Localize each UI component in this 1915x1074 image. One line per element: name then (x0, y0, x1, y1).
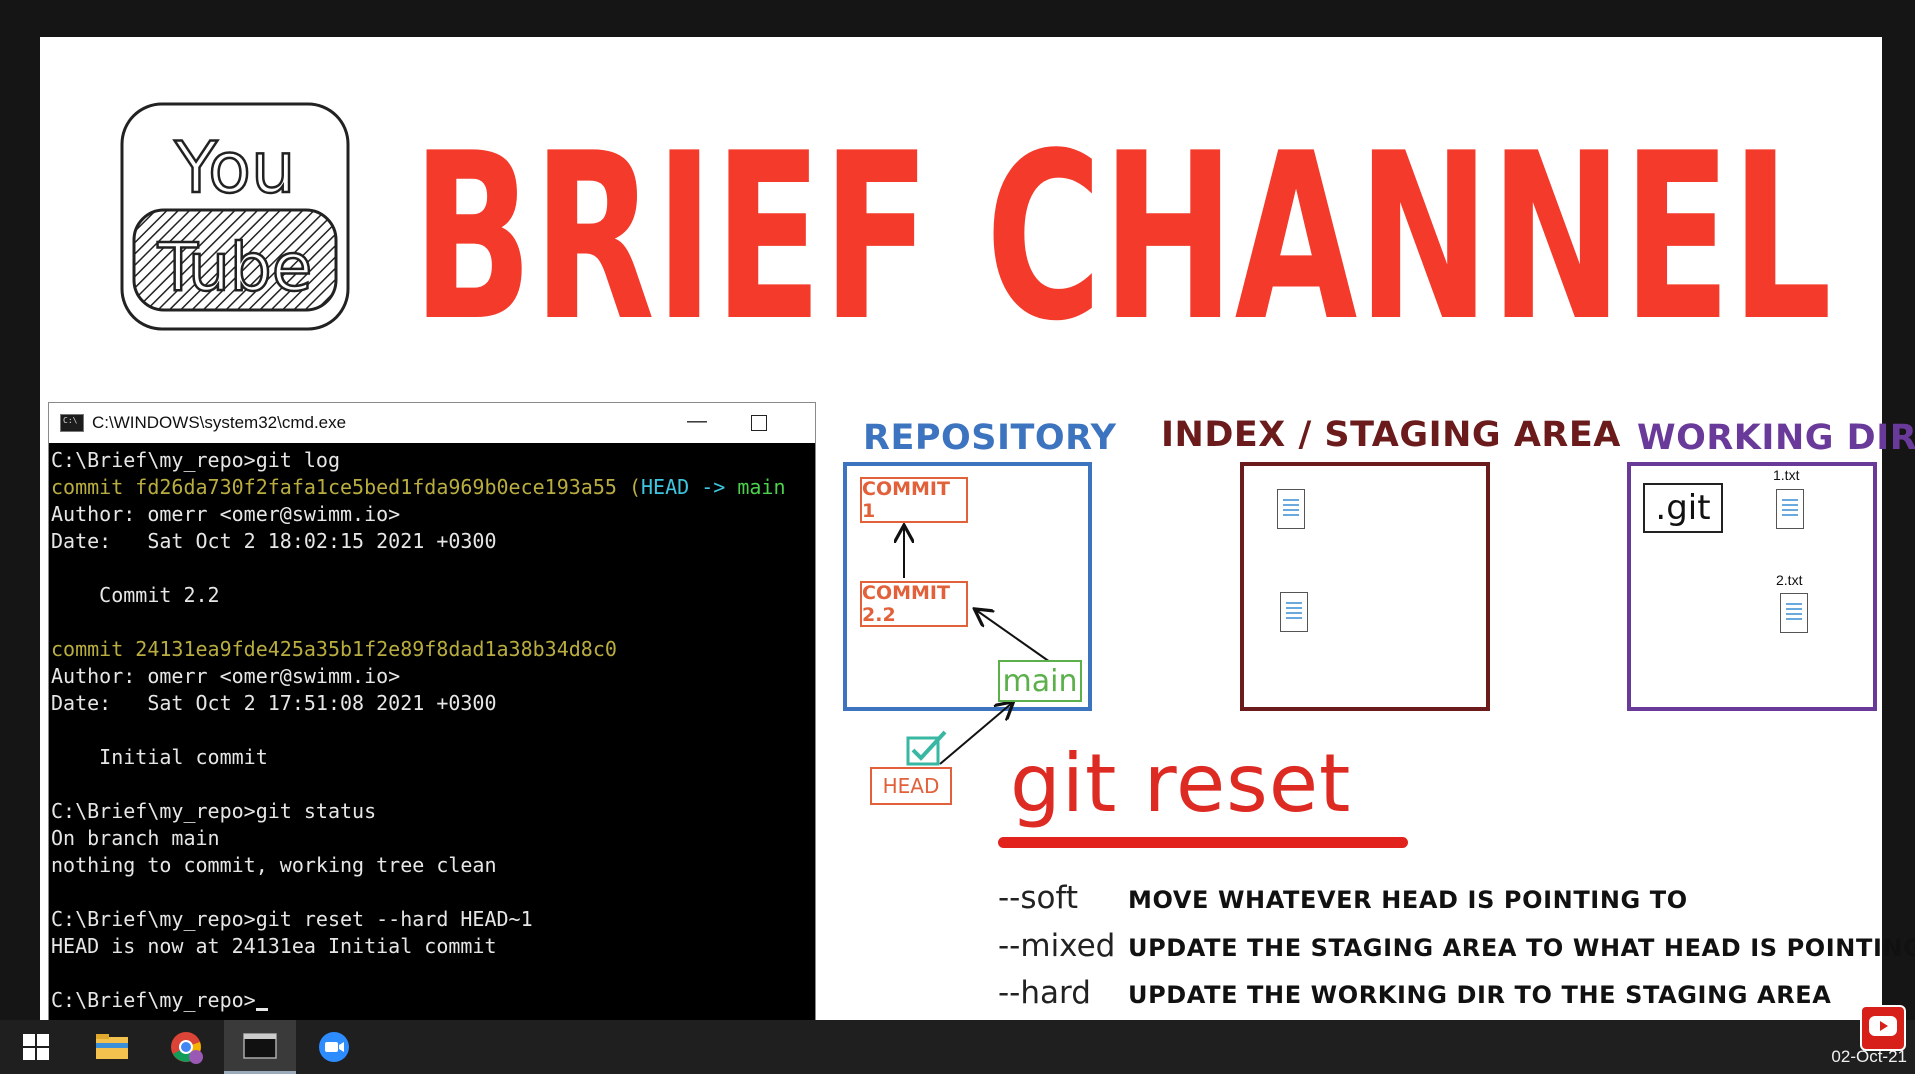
option-flag: --mixed (998, 928, 1116, 964)
cmd-line: commit 24131ea9fde425a35b1f2e89f8dad1a38… (51, 637, 617, 661)
git-folder: .git (1643, 483, 1723, 533)
staging-area-header: INDEX / STAGING AREA (1161, 415, 1621, 455)
cmd-line: On branch main (51, 826, 220, 850)
cmd-output[interactable]: C:\Brief\my_repo>git log commit fd26da73… (49, 443, 815, 1023)
cmd-title: C:\WINDOWS\system32\cmd.exe (92, 413, 347, 432)
minimize-button[interactable]: — (687, 410, 707, 432)
file-2-label: 2.txt (1776, 572, 1803, 588)
branch-ref: main (737, 475, 786, 499)
title-underline (998, 837, 1408, 848)
commit-1-node: COMMIT 1 (860, 477, 968, 523)
file-2-icon (1780, 593, 1808, 633)
head-ref: HEAD -> (641, 475, 738, 499)
main-branch-label: main (998, 660, 1082, 702)
taskbar: 18: 02-Oct-21 (0, 1020, 1915, 1074)
cmd-line: HEAD is now at 24131ea Initial commit (51, 934, 497, 958)
option-flag: --soft (998, 880, 1079, 916)
cmd-titlebar[interactable]: C:\WINDOWS\system32\cmd.exe — (49, 403, 815, 443)
prompt-text: C:\Brief\my_repo> (51, 988, 256, 1012)
repository-box (843, 462, 1092, 711)
cmd-line: Date: Sat Oct 2 18:02:15 2021 +0300 (51, 529, 497, 553)
cmd-line: C:\Brief\my_repo>git reset --hard HEAD~1 (51, 907, 533, 931)
cmd-line: C:\Brief\my_repo>git status (51, 799, 377, 823)
staging-area-box (1240, 462, 1490, 711)
cmd-line: Commit 2.2 (51, 583, 220, 607)
cmd-line: Author: omerr <omer@swimm.io> (51, 664, 401, 688)
youtube-logo: You Tube (118, 100, 352, 333)
chrome-button[interactable] (150, 1020, 222, 1074)
option-soft: --soft MOVE WHATEVER HEAD IS POINTING TO (998, 880, 1688, 916)
channel-title: BRIEF CHANNEL (412, 105, 1852, 372)
cmd-line: Author: omerr <omer@swimm.io> (51, 502, 401, 526)
diagram-arrows (40, 37, 1051, 765)
commit-hash: commit fd26da730f2fafa1ce5bed1fda969b0ec… (51, 475, 642, 499)
working-dir-box (1627, 462, 1877, 711)
repository-header: REPOSITORY (863, 418, 1117, 458)
option-hard: --hard UPDATE THE WORKING DIR TO THE STA… (998, 975, 1831, 1011)
clock-date: 02-Oct-21 (1831, 1047, 1907, 1066)
windows-start-icon (23, 1034, 49, 1060)
cmd-line: commit fd26da730f2fafa1ce5bed1fda969b0ec… (51, 474, 815, 501)
working-dir-header: WORKING DIR (1637, 418, 1915, 458)
file-explorer-icon (96, 1034, 128, 1059)
text-cursor (255, 1008, 268, 1011)
cmd-line: nothing to commit, working tree clean (51, 853, 497, 877)
svg-text:You: You (174, 127, 296, 209)
cmd-icon (243, 1032, 277, 1059)
staged-file-icon (1277, 489, 1305, 529)
option-flag: --hard (998, 975, 1091, 1011)
zoom-icon (319, 1032, 349, 1062)
commit-2-2-node: COMMIT 2.2 (860, 581, 968, 627)
option-description: UPDATE THE STAGING AREA TO WHAT HEAD IS … (1128, 934, 1915, 962)
head-pointer: HEAD (870, 767, 952, 805)
cmd-window-icon (60, 414, 84, 432)
start-button[interactable] (0, 1020, 72, 1074)
subscribe-button[interactable] (1860, 1005, 1906, 1051)
svg-text:Tube: Tube (157, 229, 313, 306)
cmd-window[interactable]: C:\WINDOWS\system32\cmd.exe — C:\Brief\m… (48, 402, 816, 1024)
cmd-line: C:\Brief\my_repo>git log (51, 448, 340, 472)
file-explorer-button[interactable] (76, 1020, 148, 1074)
cmd-line: Date: Sat Oct 2 17:51:08 2021 +0300 (51, 691, 497, 715)
zoom-button[interactable] (298, 1020, 370, 1074)
cmd-prompt[interactable]: C:\Brief\my_repo> (51, 987, 815, 1014)
maximize-button[interactable] (751, 415, 767, 431)
cmd-taskbar-button[interactable] (224, 1020, 296, 1074)
git-reset-title: git reset (1010, 737, 1352, 830)
check-icon (906, 730, 947, 766)
option-description: UPDATE THE WORKING DIR TO THE STAGING AR… (1128, 981, 1832, 1009)
file-1-icon (1776, 489, 1804, 529)
option-mixed: --mixed UPDATE THE STAGING AREA TO WHAT … (998, 928, 1915, 964)
option-description: MOVE WHATEVER HEAD IS POINTING TO (1128, 886, 1688, 914)
file-1-label: 1.txt (1773, 467, 1800, 483)
slide: You Tube BRIEF CHANNEL C:\WINDOWS\system… (40, 37, 1915, 1024)
chrome-icon (171, 1032, 203, 1064)
svg-text:BRIEF CHANNEL: BRIEF CHANNEL (412, 122, 1832, 352)
youtube-play-icon (1869, 1016, 1897, 1036)
staged-file-icon (1280, 592, 1308, 632)
cmd-line: Initial commit (51, 745, 268, 769)
